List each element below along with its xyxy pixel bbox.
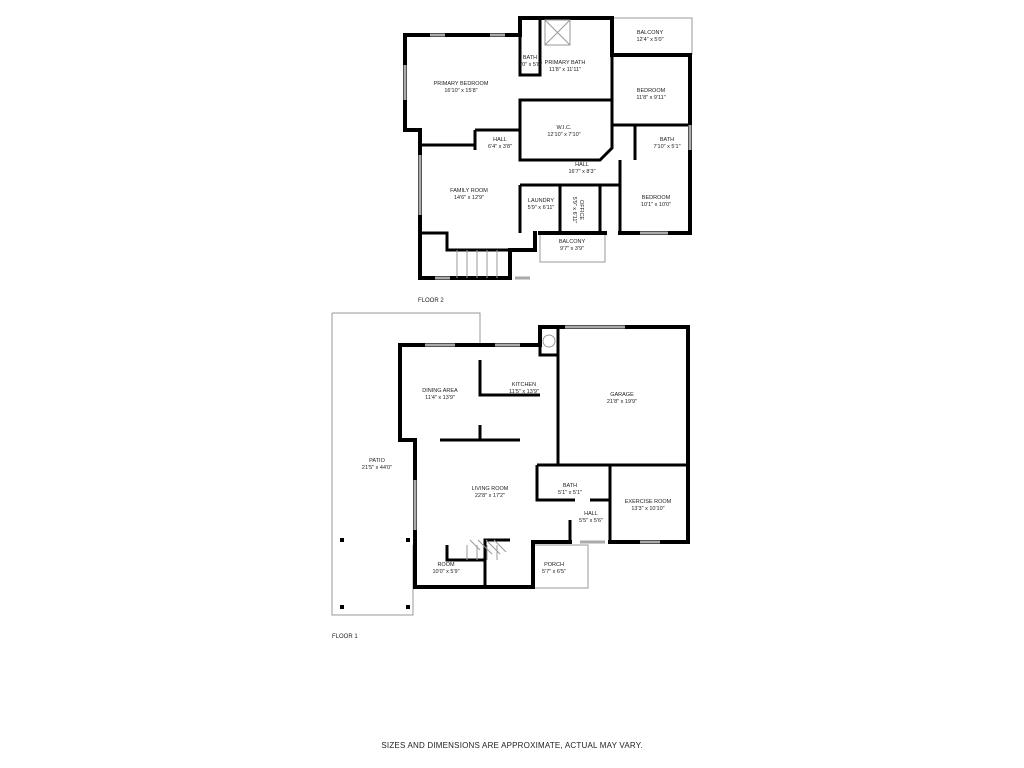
room-size: 11'8" x 11'11"	[549, 67, 581, 73]
room-size: 11'4" x 13'9"	[425, 395, 455, 401]
floor-1-caption: FLOOR 1	[332, 634, 358, 640]
room-size: 11'5" x 13'9"	[509, 389, 539, 395]
floor-1-labels: DINING AREA 11'4" x 13'9" KITCHEN 11'5" …	[332, 382, 672, 640]
room-size: 9'7" x 3'9"	[560, 246, 584, 252]
room-name: HALL	[584, 511, 598, 517]
room-size: 6'4" x 3'8"	[488, 144, 512, 150]
room-name: KITCHEN	[512, 382, 536, 388]
room-name: W.I.C.	[557, 125, 572, 131]
room-name: PORCH	[544, 562, 564, 568]
room-name: BATH	[523, 55, 537, 61]
room-name: HALL	[493, 137, 507, 143]
room-size: 14'6" x 12'9"	[454, 195, 484, 201]
room-size: 5'7" x 6'5"	[542, 569, 566, 575]
room-size: 10'0" x 5'9"	[432, 569, 459, 575]
room-name: BEDROOM	[637, 88, 666, 94]
room-name: BALCONY	[559, 239, 586, 245]
room-size: 7'10" x 5'1"	[653, 144, 680, 150]
room-size: 5'5" x 5'6"	[579, 518, 603, 524]
room-size: 5'9" x 6'11"	[571, 197, 577, 224]
room-size: 10'1" x 10'0"	[641, 202, 671, 208]
room-name: DINING AREA	[422, 388, 458, 394]
room-name: ROOM	[437, 562, 455, 568]
floor-1-plan	[331, 312, 690, 616]
room-name: LIVING ROOM	[472, 486, 509, 492]
room-name: FAMILY ROOM	[450, 188, 488, 194]
floor-2-plan	[403, 16, 693, 280]
room-size: 16'10" x 15'8"	[444, 88, 477, 94]
room-name: BALCONY	[637, 30, 664, 36]
room-size: 13'3" x 10'10"	[631, 506, 664, 512]
room-name: PATIO	[369, 458, 385, 464]
room-name: HALL	[575, 162, 589, 168]
room-size: 5'0" x 5'8"	[518, 62, 542, 68]
floor-2-labels: PRIMARY BEDROOM 16'10" x 15'8" BATH 5'0"…	[418, 30, 681, 304]
room-size: 21'5" x 44'0"	[362, 465, 392, 471]
room-name: BEDROOM	[642, 195, 671, 201]
room-name: OFFICE	[578, 200, 584, 220]
room-size: 11'8" x 9'11"	[636, 95, 665, 101]
room-size: 12'4" x 5'0"	[636, 37, 663, 43]
room-name: PRIMARY BEDROOM	[434, 81, 489, 87]
room-size: 12'10" x 7'10"	[547, 132, 580, 138]
room-name: BATH	[660, 137, 674, 143]
room-size: 5'1" x 5'1"	[558, 490, 582, 496]
room-size: 5'9" x 6'11"	[528, 205, 555, 211]
room-name: LAUNDRY	[528, 198, 555, 204]
floor-2-caption: FLOOR 2	[418, 298, 444, 304]
room-name: BATH	[563, 483, 577, 489]
disclaimer: SIZES AND DIMENSIONS ARE APPROXIMATE, AC…	[381, 741, 643, 750]
room-size: 21'8" x 19'9"	[607, 399, 637, 405]
room-size: 22'8" x 17'2"	[475, 493, 505, 499]
room-name: GARAGE	[610, 392, 634, 398]
room-size: 16'7" x 8'3"	[568, 169, 595, 175]
room-name: PRIMARY BATH	[545, 60, 586, 66]
room-name: EXERCISE ROOM	[625, 499, 672, 505]
